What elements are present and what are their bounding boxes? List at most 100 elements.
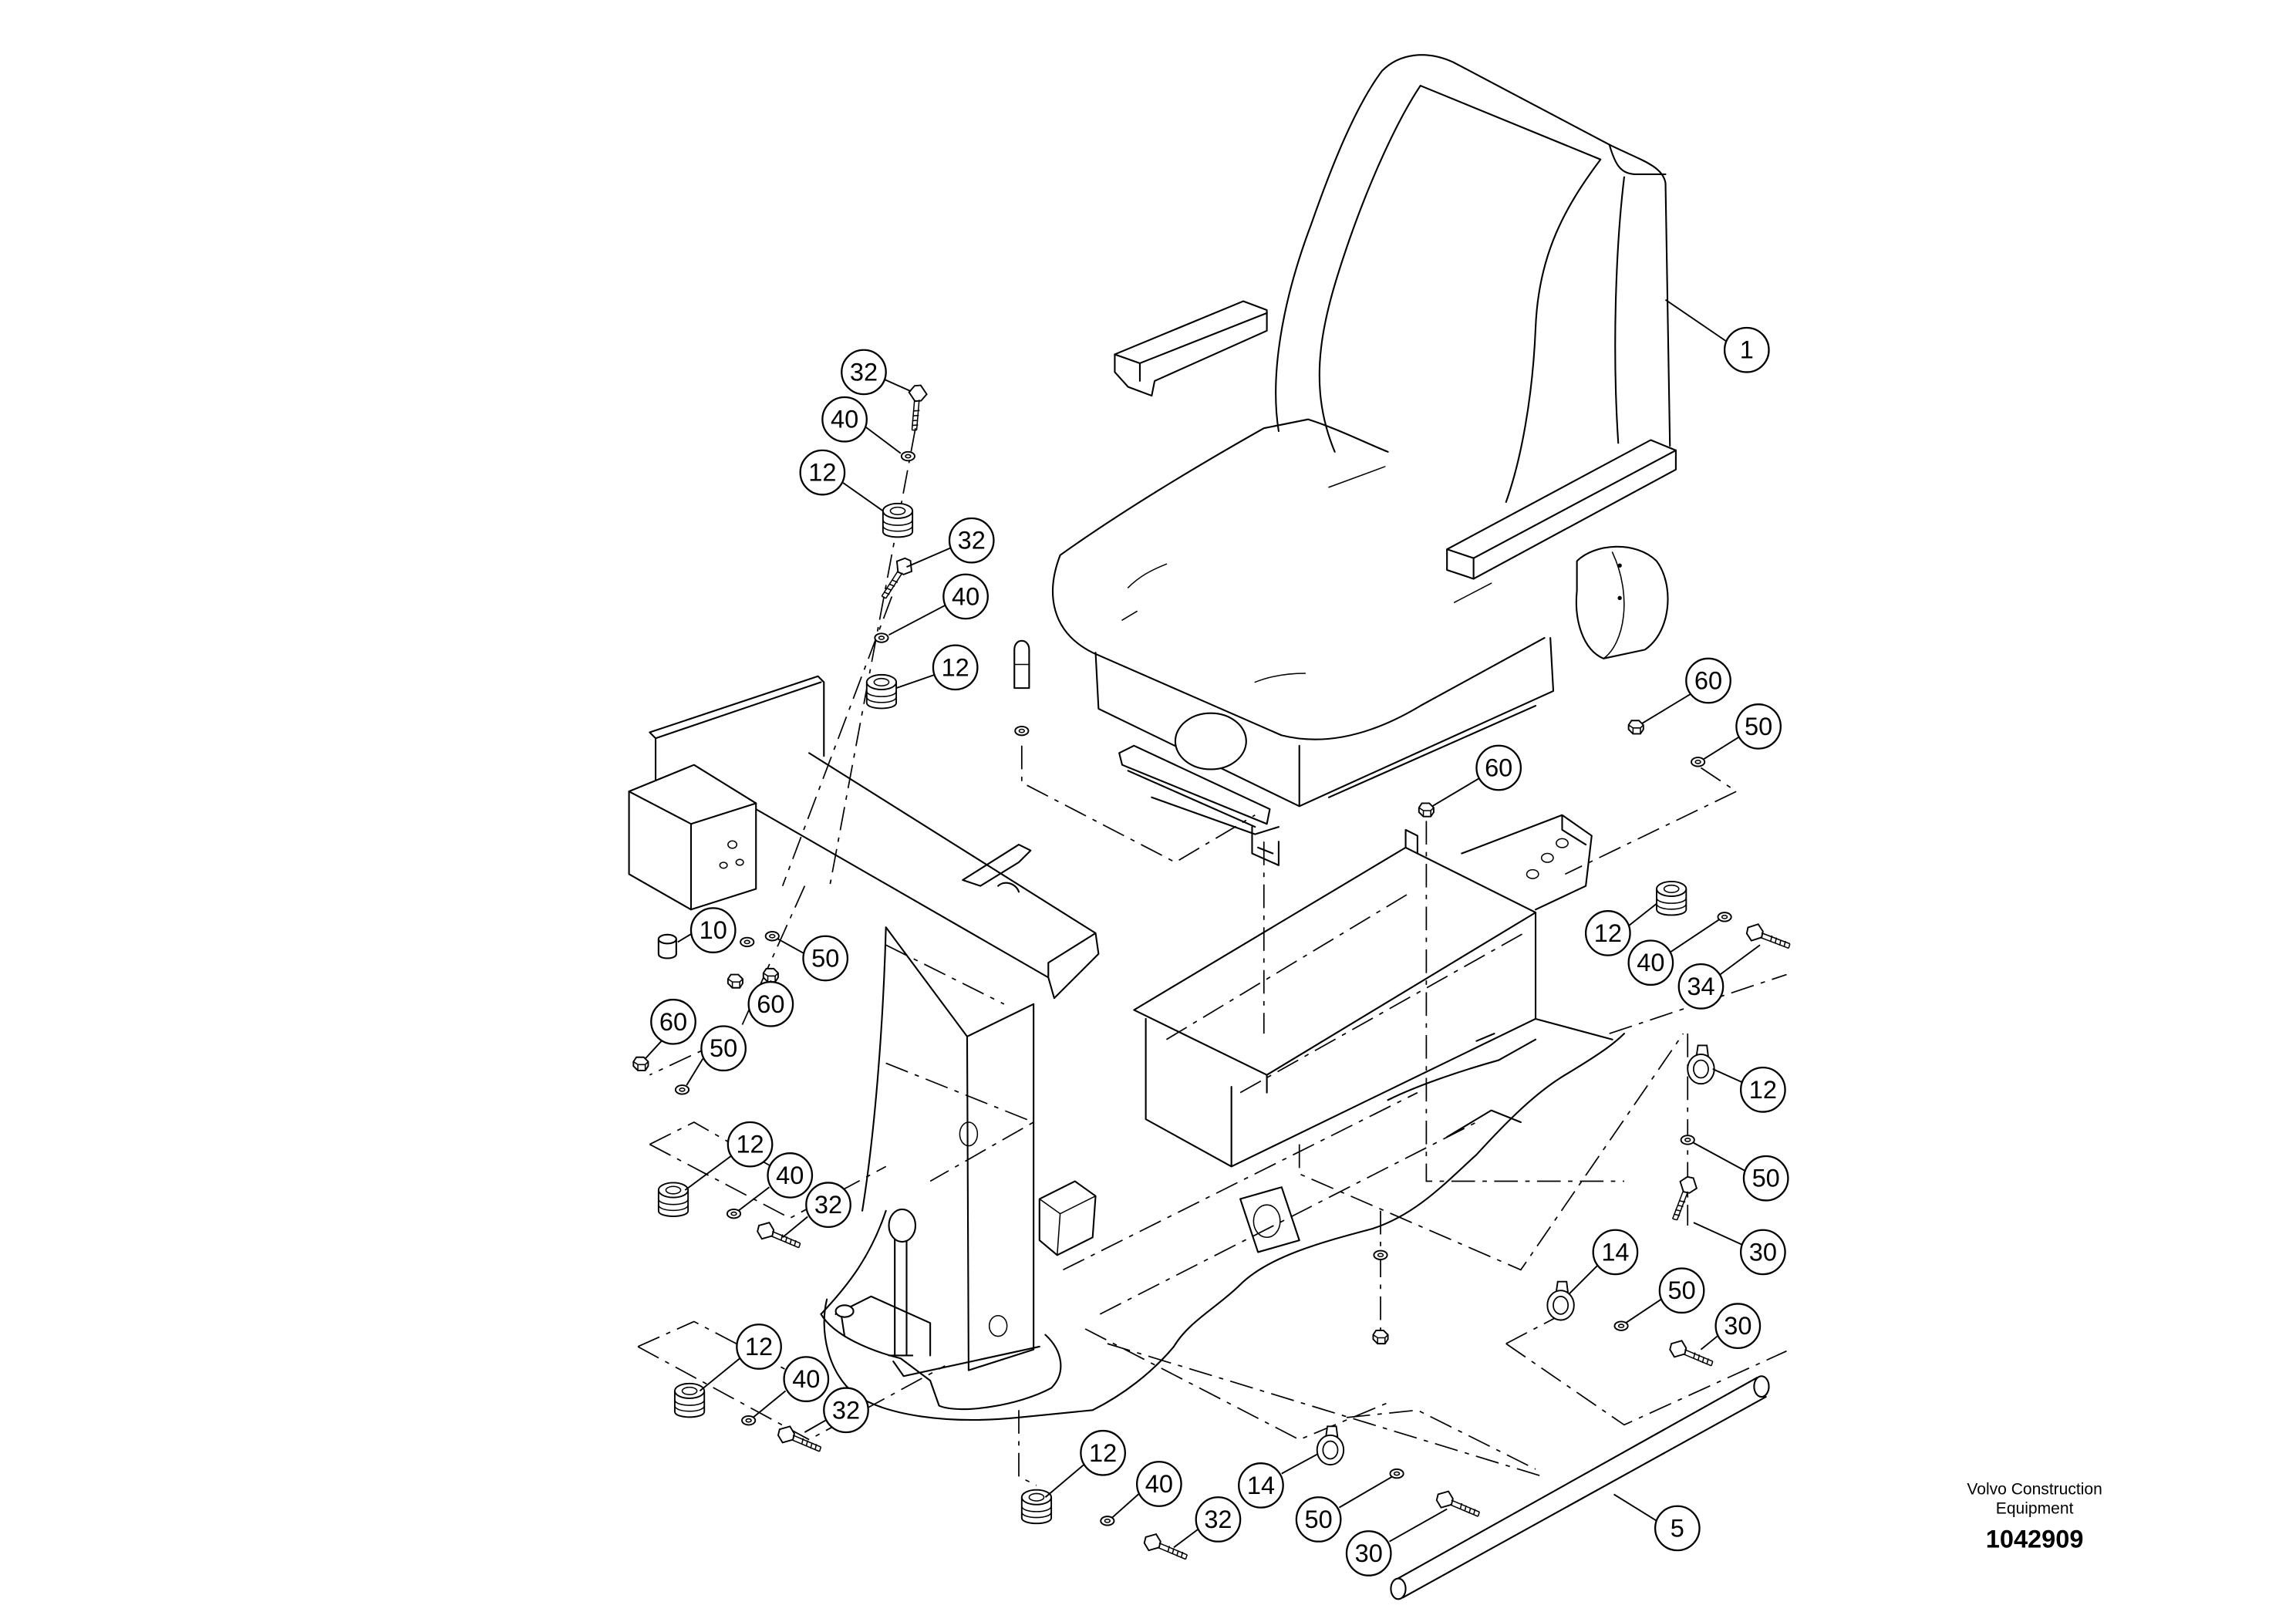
control-box-hole: [719, 862, 728, 869]
callout-part-30: 30: [1714, 1303, 1762, 1350]
callout-part-40: 40: [767, 1152, 814, 1199]
control-box-hole: [727, 840, 738, 849]
bolt: [777, 1425, 822, 1452]
callout-label: 60: [1694, 667, 1722, 695]
callout-label: 32: [814, 1191, 842, 1219]
control-box-edges: [628, 791, 757, 911]
bolt: [1143, 1533, 1188, 1560]
callout-label: 40: [1145, 1470, 1173, 1498]
left-armrest: [1114, 300, 1268, 397]
mounting-bracket: [1461, 814, 1593, 911]
callout-circle: [1627, 939, 1674, 986]
console-hook: [962, 844, 1032, 893]
callout-part-40: 40: [821, 396, 868, 443]
tube-body: [1394, 1377, 1767, 1599]
leader-line: [1669, 919, 1719, 953]
floor-lower-right: [1387, 1033, 1537, 1138]
tube-end: [1753, 1375, 1770, 1398]
callout-part-60: 60: [747, 980, 794, 1027]
leader-line: [804, 1419, 826, 1433]
leader-line: [1693, 1141, 1746, 1172]
callout-circle: [799, 449, 846, 496]
company-name-line1: Volvo Construction: [1967, 1480, 2102, 1498]
title-block: Volvo Construction Equipment 1042909: [1967, 1480, 2102, 1553]
leader-line: [677, 932, 693, 943]
left-armrest-edge: [1114, 312, 1268, 382]
callout-part-34: 34: [1677, 963, 1725, 1010]
callout-part-40: 40: [1627, 939, 1674, 986]
assembly-line: [1018, 1410, 1037, 1486]
callout-label: 30: [1749, 1238, 1777, 1266]
actuator-motor-edge: [1039, 1195, 1097, 1256]
callout-circle: [1584, 910, 1631, 956]
leader-line: [686, 1058, 704, 1086]
callout-part-32: 32: [841, 349, 887, 396]
callout-label: 60: [659, 1008, 687, 1036]
callout-label: 12: [1749, 1076, 1777, 1104]
callout-label: 12: [1089, 1439, 1117, 1467]
callout-circle: [1685, 657, 1731, 704]
bracket-hole: [1526, 868, 1539, 879]
callout-circle: [1742, 1155, 1789, 1202]
leader-line: [865, 426, 902, 454]
console-beam: [755, 752, 1100, 1000]
washer: [1717, 912, 1732, 922]
callout-part-12: 12: [1584, 910, 1631, 956]
right-armrest-edge: [1446, 449, 1677, 580]
assembly-line: [1298, 1033, 1684, 1271]
tube-rod: [1390, 1375, 1770, 1600]
callout-part-50: 50: [700, 1025, 747, 1072]
drawing-number: 1042909: [1986, 1525, 2084, 1553]
assembly-line: [1020, 745, 1256, 864]
callout-circle: [783, 1356, 830, 1402]
leader-line: [1641, 693, 1691, 724]
console-side-plate: [649, 675, 825, 798]
callout-circle: [942, 573, 989, 620]
callout-label: 1: [1740, 336, 1754, 364]
callout-part-10: 10: [689, 907, 737, 953]
grommet: [882, 502, 914, 538]
support-tray: [1133, 814, 1593, 1253]
right-armrest: [1446, 439, 1677, 580]
grommet: [657, 1182, 689, 1217]
leader-line: [1703, 736, 1740, 760]
bolt: [1745, 922, 1791, 951]
callout-circle: [932, 644, 979, 691]
callout-part-5: 5: [1654, 1505, 1701, 1552]
callout-label: 60: [1485, 754, 1512, 782]
callout-label: 30: [1355, 1539, 1383, 1567]
callout-label: 12: [736, 1131, 764, 1158]
washer: [874, 632, 889, 643]
callout-part-50: 50: [1742, 1155, 1789, 1202]
callout-part-60: 60: [650, 998, 696, 1045]
callout-circle: [700, 1025, 747, 1072]
callout-circle: [841, 349, 887, 396]
bolt: [757, 1222, 801, 1249]
washer: [674, 1084, 690, 1095]
leader-line: [1712, 1068, 1743, 1084]
callout-circle: [1714, 1303, 1762, 1350]
callouts: 32 40 12 1 32 40 12 60 50 60 12 40 34 10…: [650, 326, 1789, 1576]
nut: [1627, 720, 1644, 735]
callout-part-14: 14: [1592, 1229, 1639, 1276]
pedestal-column: [861, 926, 1035, 1371]
callout-circle: [1592, 1229, 1639, 1276]
bolt: [1670, 1175, 1699, 1221]
callout-label: 32: [958, 527, 986, 555]
assembly-line: [1084, 1328, 1543, 1478]
tray-hidden-edge: [1165, 891, 1525, 1094]
seat-backrest: [1275, 54, 1671, 447]
bracket-hole: [1556, 838, 1569, 848]
callout-circle: [1739, 1229, 1786, 1276]
callout-part-50: 50: [1735, 703, 1782, 750]
actuator-motor: [1038, 1180, 1097, 1256]
callout-circle: [767, 1152, 814, 1199]
seat-cushion: [1052, 418, 1546, 740]
callout-label: 14: [1247, 1472, 1275, 1499]
leader-line: [842, 482, 884, 512]
washer: [1373, 1249, 1388, 1260]
leader-line: [906, 547, 952, 568]
callout-circle: [1739, 1066, 1786, 1113]
callout-part-32: 32: [948, 517, 995, 564]
